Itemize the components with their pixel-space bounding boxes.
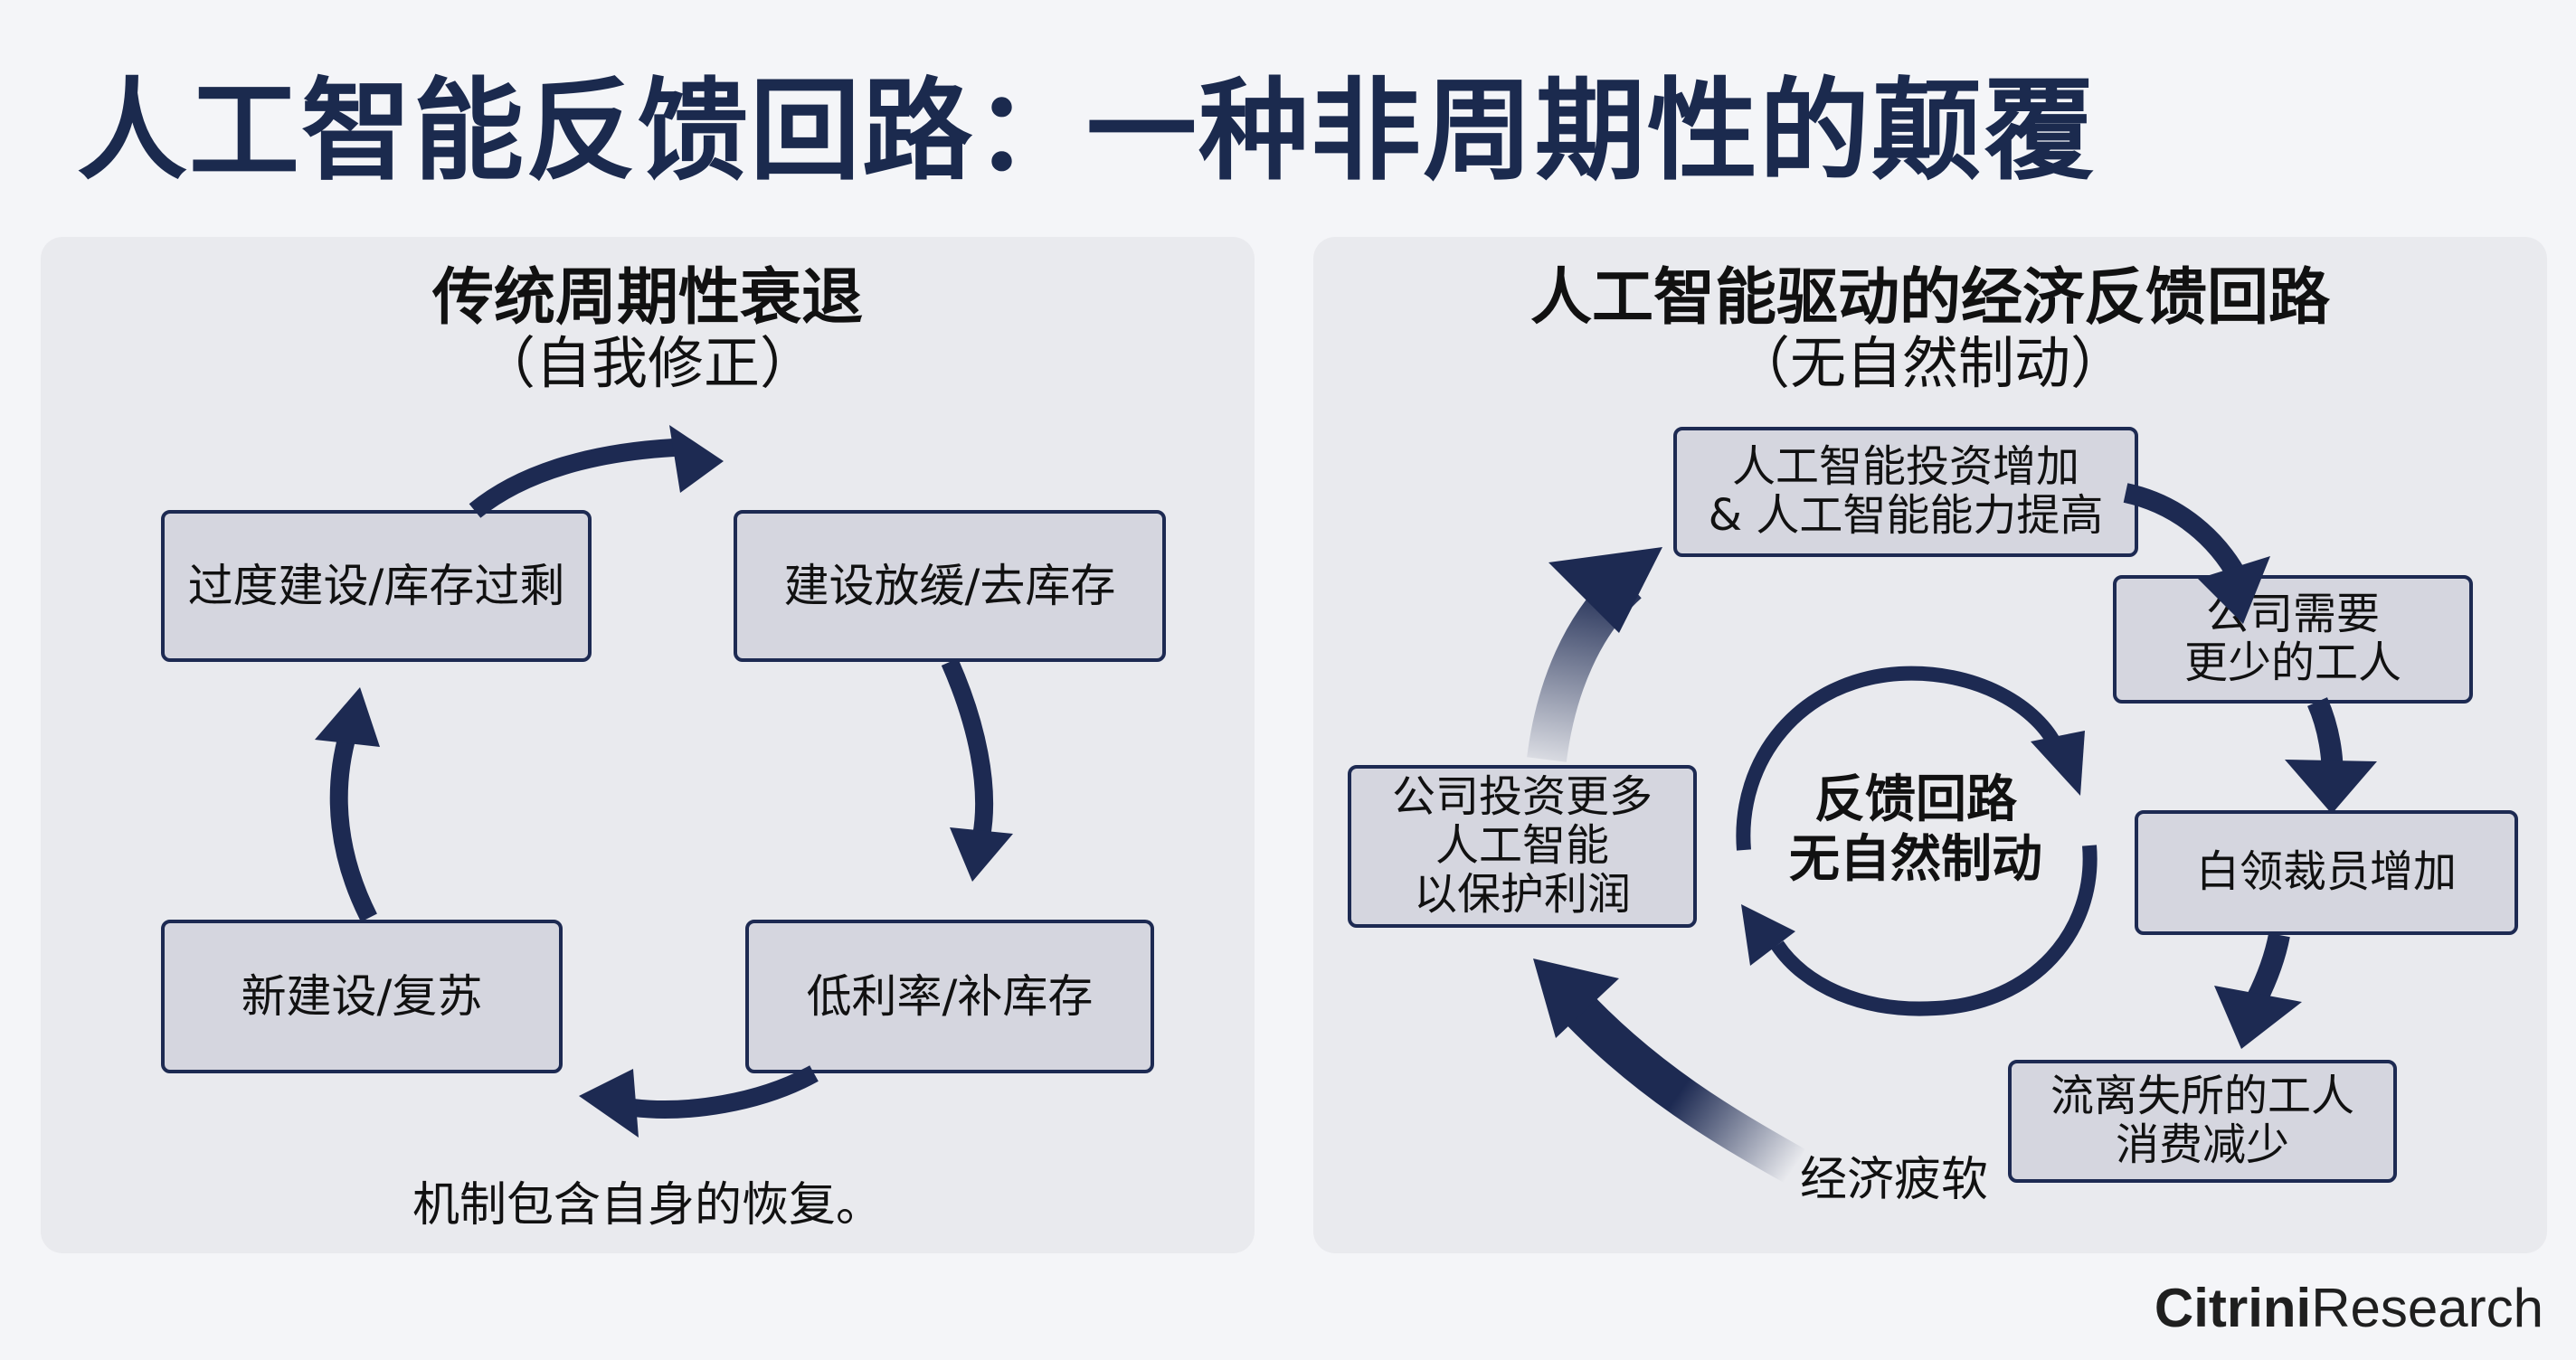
page-title: 人工智能反馈回路：一种非周期性的颠覆 [77,67,2096,195]
node-low-rates: 低利率/补库存 [745,920,1154,1073]
left-cycle-arrows [329,439,994,1119]
node-recovery: 新建设/复苏 [161,920,563,1073]
traditional-cycle-footer: 机制包含自身的恢复。 [412,1178,883,1232]
inner-arrowhead-1 [2031,731,2085,796]
arrowhead-r2 [2285,760,2377,814]
arrow-recovery-to-overbuild [329,730,377,922]
node-ai-investment: 人工智能投资增加 & 人工智能能力提高 [1673,427,2138,557]
node-fewer-workers: 公司需要 更少的工人 [2113,575,2473,704]
node-invest-more-ai: 公司投资更多 人工智能 以保护利润 [1348,765,1697,928]
arrow-spending-to-invest [1558,989,1805,1185]
right-loop-arrowheads [1533,547,2377,1049]
arrow-lowrates-to-recovery [631,1065,819,1119]
traditional-cycle-heading: 传统周期性衰退 [431,262,863,334]
inner-feedback-loop [1736,666,2098,1016]
arrow-layoffs-to-spending [2247,932,2290,1005]
ai-loop-subheading: （无自然制动） [1733,330,2126,396]
node-reduced-spending: 流离失所的工人 消费减少 [2008,1060,2397,1183]
traditional-cycle-panel: 传统周期性衰退 （自我修正） 过度建设/库存过剩 建设放缓/去库存 低利率/补库… [41,237,1255,1253]
arrow-investment-to-workers [2123,483,2248,584]
node-overbuild: 过度建设/库存过剩 [161,510,592,662]
left-cycle-arrowheads [315,425,1013,1138]
feedback-loop-label: 反馈回路 无自然制动 [1789,770,2042,890]
arrowhead-r4 [1533,959,1619,1038]
traditional-cycle-subheading: （自我修正） [478,330,816,396]
inner-arrowhead-2 [1741,904,1795,966]
arrowhead-4 [315,687,380,747]
economic-weakness-label: 经济疲软 [1800,1153,1989,1207]
arrow-slowdown-to-lowrates [941,657,994,838]
arrowhead-3 [579,1069,639,1138]
brand-logo: CitriniResearch [2155,1277,2543,1339]
ai-loop-heading: 人工智能驱动的经济反馈回路 [1530,262,2330,334]
node-slowdown: 建设放缓/去库存 [734,510,1166,662]
inner-arrow-bottom [1771,845,2098,1016]
ai-loop-panel: 人工智能驱动的经济反馈回路 （无自然制动） 人工智能投资增加 & 人工智能能力提… [1313,237,2547,1253]
right-loop-arrows [1527,483,2344,1185]
node-layoffs: 白领裁员增加 [2135,810,2518,935]
arrowhead-r5 [1548,547,1662,633]
inner-arrowheads [1741,731,2085,966]
brand-bold: Citrini [2154,1278,2312,1338]
arrowhead-r1 [2198,556,2270,624]
brand-light: Research [2311,1278,2543,1338]
arrowhead-2 [950,827,1013,882]
arrowhead-r3 [2214,986,2302,1049]
arrow-overbuild-to-slowdown [469,439,675,518]
inner-arrow-top [1736,666,2065,851]
arrowhead-1 [669,425,724,493]
